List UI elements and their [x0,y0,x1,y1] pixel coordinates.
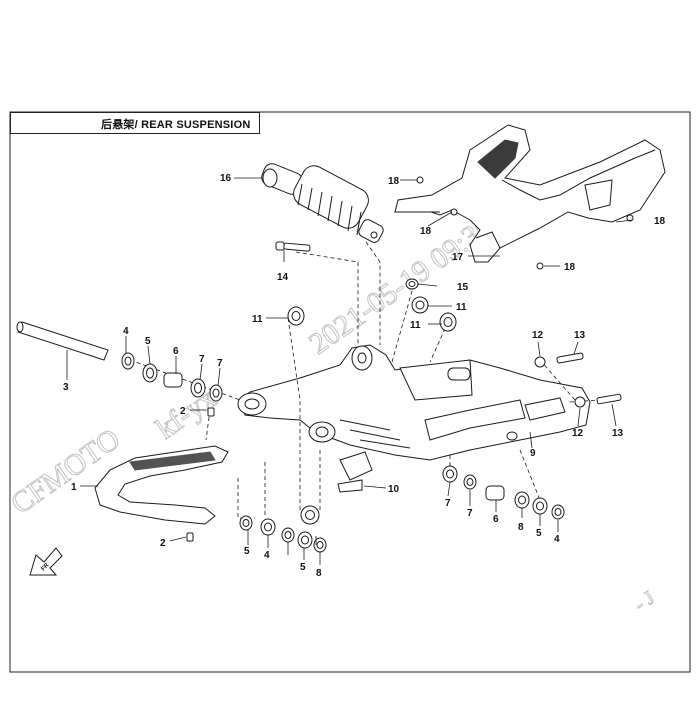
callout-1: 1 [71,482,77,493]
callout-18d: 18 [564,262,576,273]
shock-absorber [261,163,384,243]
title-bar: 后悬架/ REAR SUSPENSION [10,112,260,134]
callout-12a: 12 [532,330,544,341]
callout-4a: 4 [123,326,129,337]
chain-slider [94,445,229,525]
callout-3: 3 [63,382,69,393]
diagram-title: 后悬架/ REAR SUSPENSION [101,119,251,131]
callout-7a: 7 [199,354,205,365]
callout-11a: 11 [252,314,263,325]
callout-18a: 18 [388,176,400,187]
callout-18c: 18 [654,216,666,227]
callout-7b: 7 [217,358,223,369]
front-direction-marker: FR [29,547,63,576]
callout-15: 15 [457,282,469,293]
callout-numbers: 1 2 2 3 4 4 4 5 5 5 5 6 6 7 7 7 7 8 8 9 … [63,173,666,579]
callout-9: 9 [530,448,536,459]
callout-16: 16 [220,173,232,184]
leader-lines [66,177,633,565]
front-marker-label: FR [40,562,50,572]
small-parts [121,176,634,553]
callout-11c: 11 [410,320,421,331]
callout-17: 17 [452,252,464,263]
drawing-frame [9,111,691,673]
callout-5c: 5 [300,562,306,573]
callout-7c: 7 [445,498,451,509]
callout-7d: 7 [467,508,473,519]
watermark-edge-mark: - J [630,587,659,616]
callout-5d: 5 [536,528,542,539]
callout-5b: 5 [244,546,250,557]
callout-6a: 6 [173,346,179,357]
callout-10: 10 [388,484,400,495]
callout-2a: 2 [180,406,186,417]
callout-2b: 2 [160,538,166,549]
callout-13a: 13 [574,330,586,341]
callout-6b: 6 [493,514,499,525]
swingarm [237,344,591,461]
callout-11b: 11 [456,302,467,313]
callout-8a: 8 [316,568,322,579]
chain-guard [394,124,666,263]
callout-5a: 5 [145,336,151,347]
bolt-14 [275,241,311,252]
callout-4b: 4 [264,550,270,561]
callout-12b: 12 [572,428,584,439]
pivot-shaft [16,321,109,361]
callout-8b: 8 [518,522,524,533]
callout-14: 14 [277,272,289,283]
callout-13b: 13 [612,428,624,439]
callout-18b: 18 [420,226,432,237]
callout-4c: 4 [554,534,560,545]
